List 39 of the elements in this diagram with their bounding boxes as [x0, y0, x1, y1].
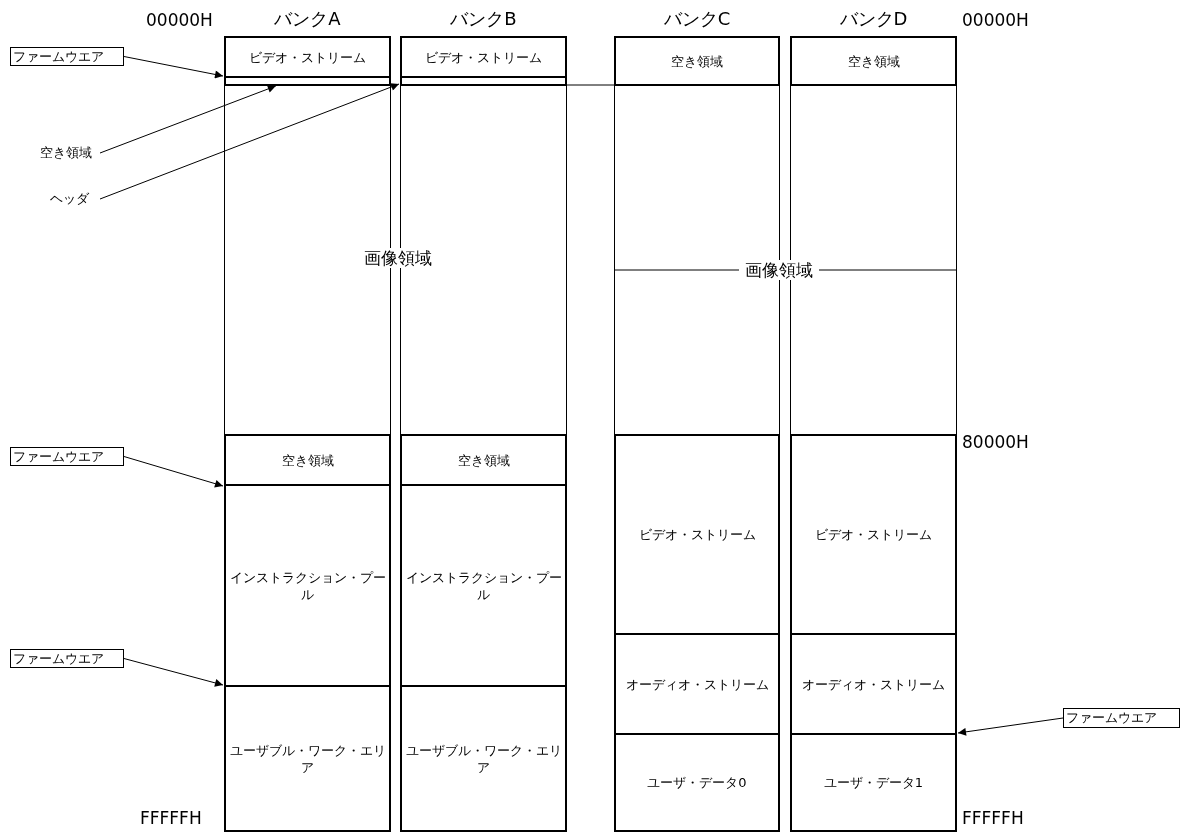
bank-title: バンクB — [449, 8, 518, 30]
memory-segment: ビデオ・ストリーム — [790, 434, 957, 635]
callout-label: ファームウエア — [10, 649, 124, 668]
address-label: 80000H — [962, 432, 1029, 452]
callout-label: ファームウエア — [10, 47, 124, 66]
memory-segment: ユーザ・データ1 — [790, 733, 957, 832]
leader-label: 空き領域 — [40, 144, 100, 162]
leader-line — [99, 83, 400, 200]
address-label: 00000H — [962, 10, 1029, 30]
memory-segment: ユーザ・データ0 — [614, 733, 780, 832]
memory-segment: ビデオ・ストリーム — [400, 36, 567, 78]
address-label: 00000H — [146, 10, 213, 30]
leader-line — [123, 56, 224, 79]
memory-segment: 空き領域 — [614, 36, 780, 86]
memory-segment: ユーザブル・ワーク・エリア — [400, 685, 567, 832]
leader-line — [123, 658, 224, 687]
callout-label: ファームウエア — [10, 447, 124, 466]
leader-line — [957, 717, 1064, 736]
bank-title: バンクA — [273, 8, 342, 30]
region-label: 画像領域 — [739, 260, 819, 280]
memory-segment: 空き領域 — [400, 434, 567, 486]
bank-title: バンクD — [838, 8, 909, 30]
memory-segment: 空き領域 — [224, 434, 391, 486]
address-label: FFFFFH — [140, 808, 202, 828]
memory-segment: インストラクション・プール — [224, 484, 391, 687]
leader-line — [123, 456, 224, 488]
memory-segment: オーディオ・ストリーム — [614, 633, 780, 735]
memory-segment: ビデオ・ストリーム — [224, 36, 391, 78]
leader-label: ヘッダ — [50, 190, 100, 208]
header-strip — [400, 76, 567, 86]
memory-segment: 空き領域 — [790, 36, 957, 86]
memory-segment: ユーザブル・ワーク・エリア — [224, 685, 391, 832]
header-strip — [224, 76, 391, 86]
callout-label: ファームウエア — [1063, 708, 1180, 728]
memory-segment: オーディオ・ストリーム — [790, 633, 957, 735]
bank-title: バンクC — [662, 8, 732, 30]
address-label: FFFFFH — [962, 808, 1024, 828]
memory-segment: インストラクション・プール — [400, 484, 567, 687]
memory-segment: ビデオ・ストリーム — [614, 434, 780, 635]
